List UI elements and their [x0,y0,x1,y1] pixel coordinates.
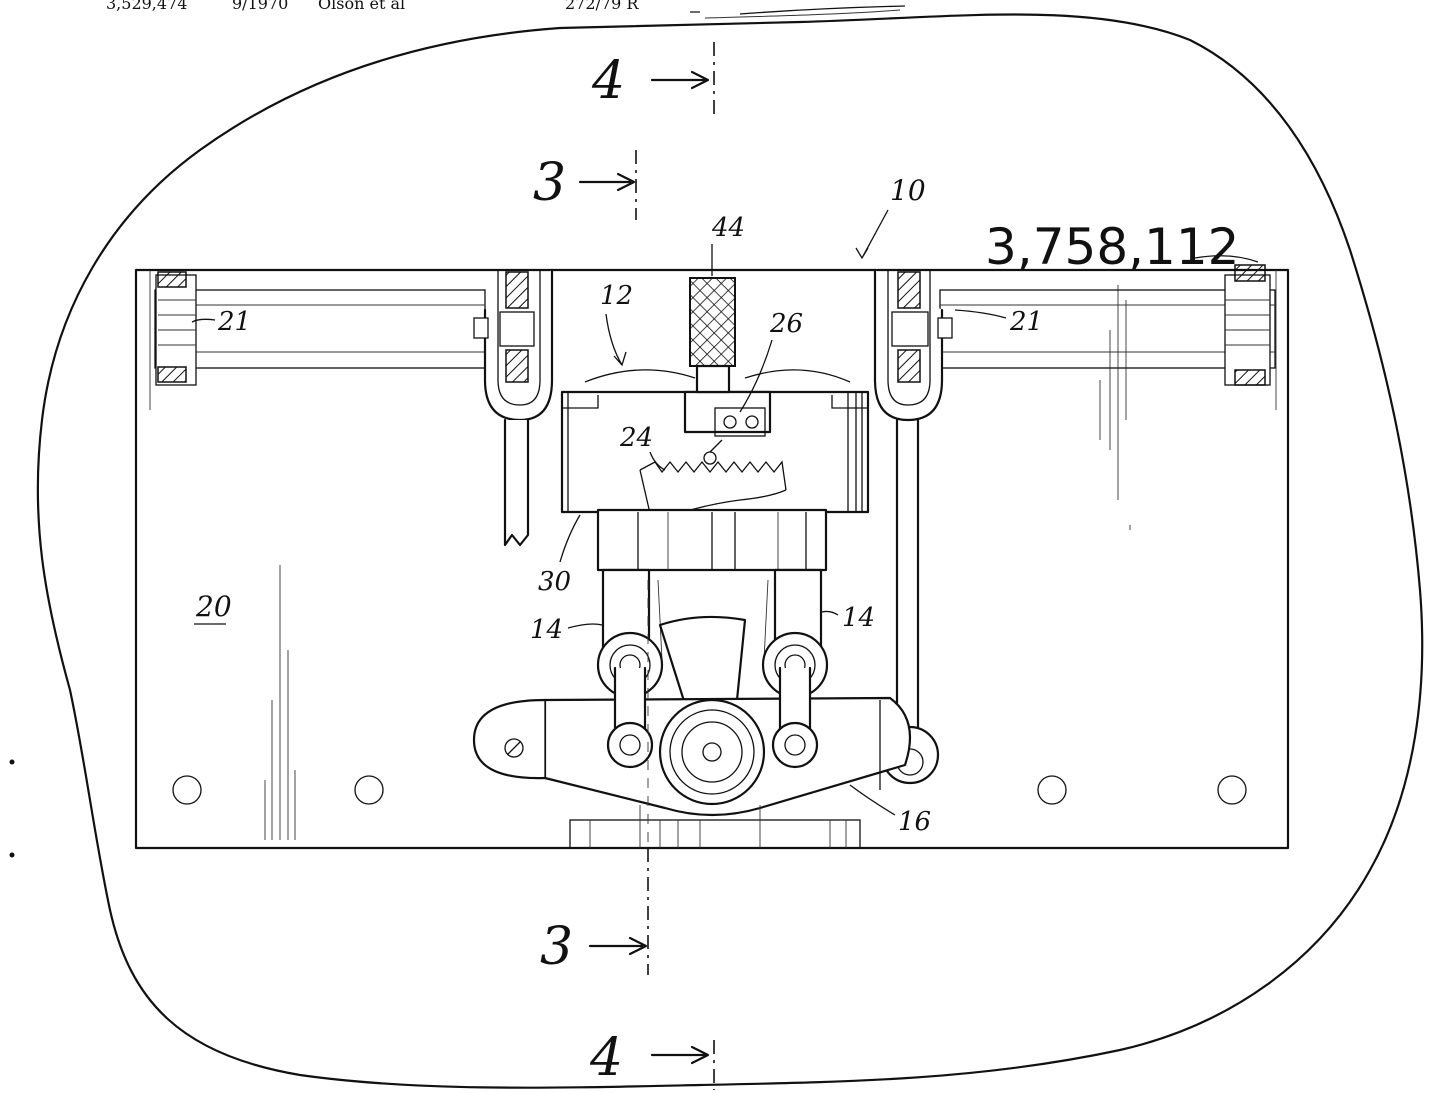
label-21-left: 21 [217,307,251,337]
reference-labels: 10 44 12 26 21 21 24 30 14 14 16 20 [191,174,1043,837]
section-lines [635,42,715,1090]
label-44: 44 [711,213,745,243]
lower-block [596,508,828,572]
plate-shading [264,285,1131,840]
label-21-right: 21 [1009,307,1043,337]
label-20: 20 [195,590,232,623]
ref-patent-no: 3,529,474 [106,0,187,13]
header-reference: 3,529,474 9/1970 Olson et al 272/79 R [106,0,906,15]
margin-dot-upper [9,759,15,765]
housing [560,277,870,523]
section-marker-bottom-4: 4 [589,1028,623,1088]
label-12: 12 [600,281,633,311]
break-outline [36,13,1424,1089]
top-rail-assembly [154,264,1276,386]
label-10: 10 [890,174,926,207]
section-arrow-top-4 [650,70,710,90]
label-16: 16 [898,807,931,837]
left-clevis-link [473,268,554,547]
handwritten-patent-number: 3,758,112 [985,218,1239,276]
section-marker-top-4: 4 [591,51,625,111]
bottom-mount [569,805,861,849]
section-arrow-bottom-4 [650,1045,710,1065]
rail-rod-left [154,289,486,369]
section-arrow-bottom-3 [588,936,648,956]
section-markers: 4 3 3 4 [533,51,710,1088]
section-marker-bottom-3: 3 [540,917,573,977]
label-26: 26 [769,309,803,339]
margin-dot-lower [9,852,15,858]
ref-classification: 272/79 R [565,0,639,13]
central-arm [658,615,747,722]
mounting-holes [172,775,1247,805]
label-14-right: 14 [842,603,875,633]
outline-double-stroke [704,9,901,19]
label-24: 24 [619,423,653,453]
label-14-left: 14 [530,615,563,645]
rocker-plate [472,666,912,817]
ref-inventor: Olson et al [318,0,405,13]
header-rule [690,5,906,15]
section-marker-top-3: 3 [533,153,566,213]
label-30: 30 [538,567,571,597]
section-arrow-top-3 [578,172,636,192]
ref-date: 9/1970 [232,0,288,13]
patent-number-underline [1194,255,1259,263]
